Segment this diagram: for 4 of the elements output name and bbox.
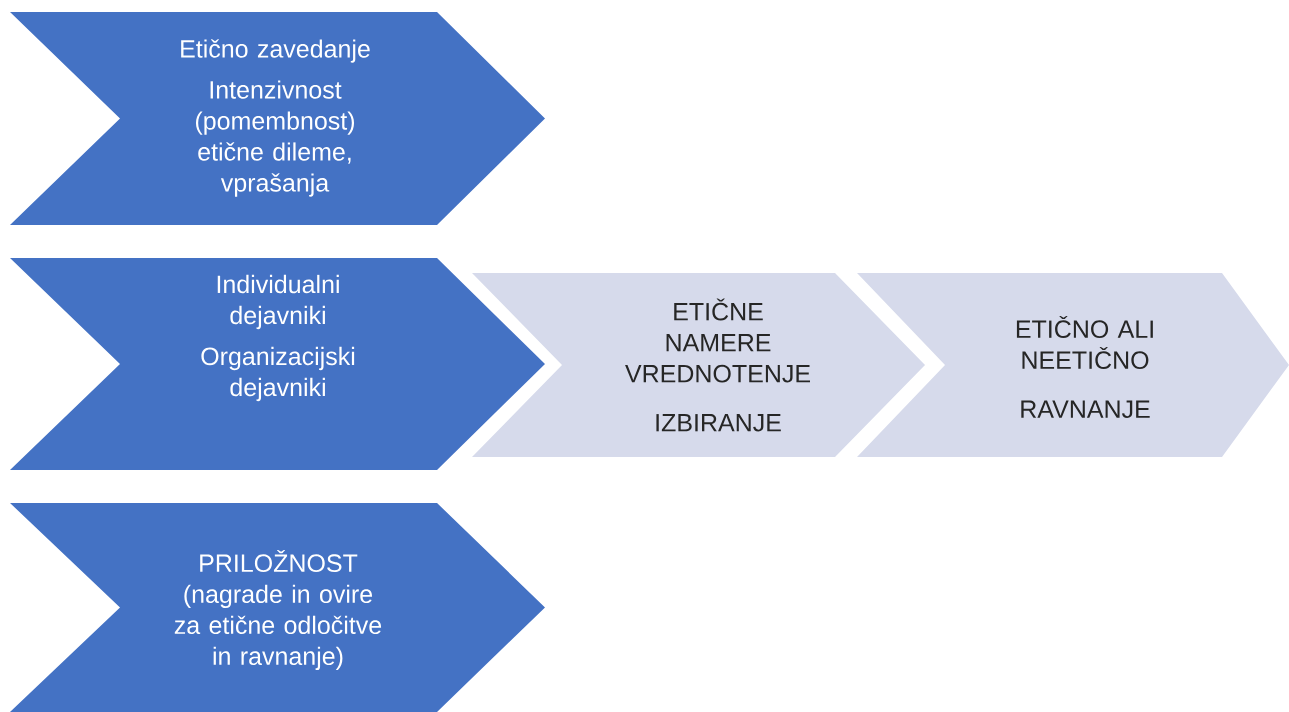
node-label: ETIČNE NAMERE VREDNOTENJE — [625, 298, 810, 383]
node-label: ETIČNO ALI NEETIČNO — [1016, 315, 1153, 370]
node-label: RAVNANJE — [1021, 400, 1150, 419]
node-label: IZBIRANJE — [656, 414, 781, 432]
